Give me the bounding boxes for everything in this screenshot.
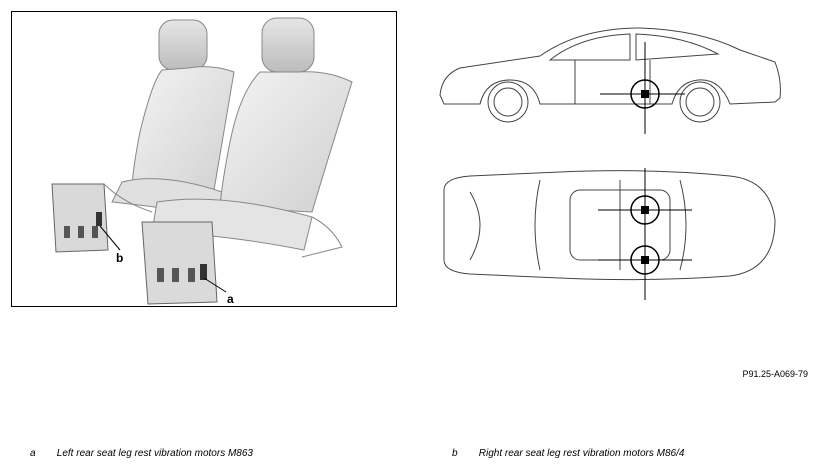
motor-b [96, 212, 102, 226]
callout-b-leader [99, 225, 121, 251]
legend-key-a: a [30, 448, 36, 459]
location-marker-top-right-seat [598, 168, 692, 240]
seat-left [51, 19, 235, 253]
motor-a [200, 264, 207, 280]
seat-right [141, 17, 353, 305]
location-marker-top-left-seat [598, 240, 692, 300]
figure-reference-code: P91.25-A069-79 [742, 369, 808, 379]
vehicle-top-view [443, 170, 776, 281]
legend-key-b: b [452, 448, 458, 459]
vehicle-side-view [439, 27, 781, 123]
callout-a-label: a [227, 292, 234, 306]
location-marker-side [600, 42, 685, 134]
legend-text-a: Left rear seat leg rest vibration motors… [56, 448, 253, 459]
legend-item-a: a Left rear seat leg rest vibration moto… [30, 448, 253, 459]
legend-text-b: Right rear seat leg rest vibration motor… [478, 448, 685, 459]
vehicle-location-illustration [430, 20, 800, 310]
vehicle-views [439, 27, 781, 300]
legend-item-b: b Right rear seat leg rest vibration mot… [452, 448, 684, 459]
rear-seats-illustration: b a [51, 17, 353, 306]
callout-a-leader [203, 277, 227, 293]
seat-illustration-frame: b a [11, 11, 397, 307]
callout-b-label: b [116, 251, 123, 265]
